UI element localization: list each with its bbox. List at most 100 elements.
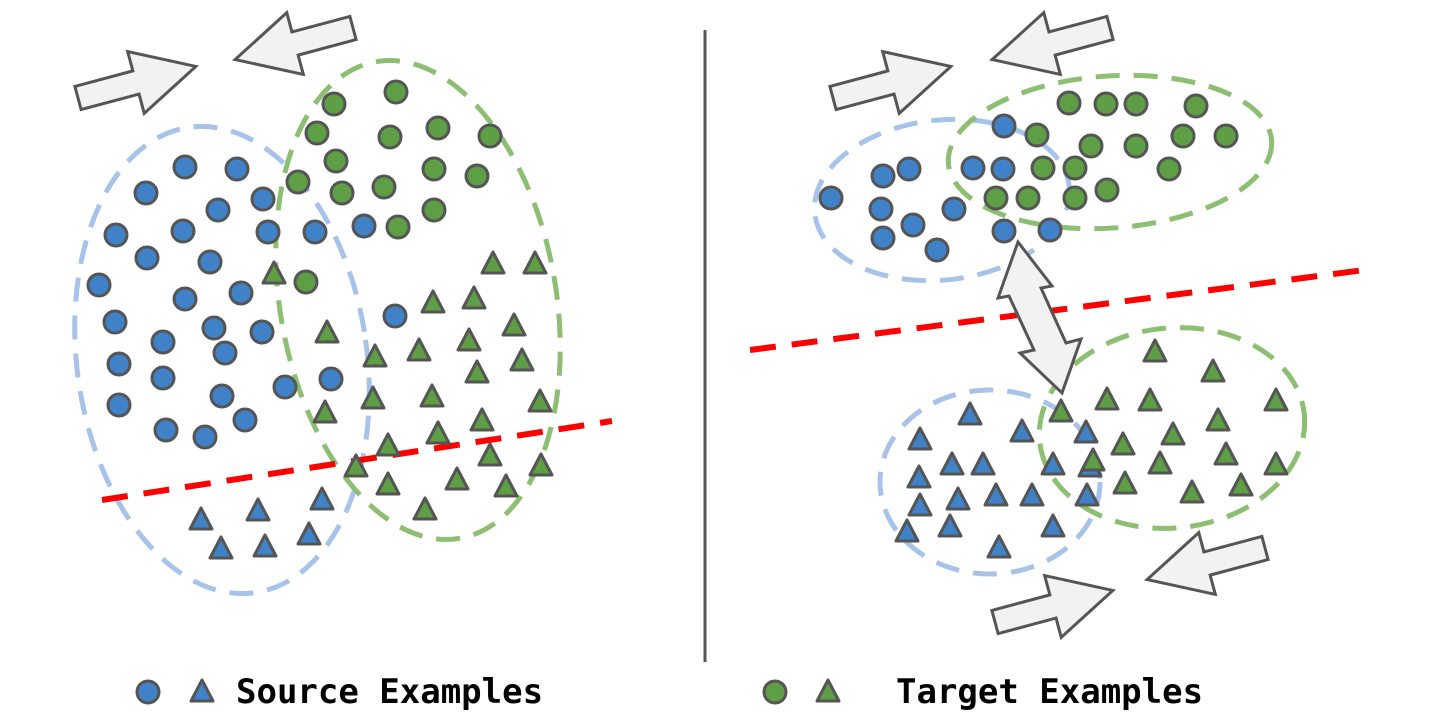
green-circle-marker: [1123, 133, 1149, 159]
green-triangle-marker: [501, 312, 527, 337]
blue-circle-marker: [924, 237, 950, 263]
green-triangle-marker: [362, 343, 388, 368]
green-circle-marker: [377, 124, 403, 150]
source-panel: [68, 0, 613, 597]
blue-circle-marker: [870, 163, 896, 189]
green-circle-marker: [321, 91, 347, 117]
double-headed-arrow-icon: [995, 238, 1084, 396]
green-circle-marker: [1056, 90, 1082, 116]
green-circle-marker: [1024, 122, 1050, 148]
legend-source-label: Source Examples: [236, 672, 544, 712]
green-triangle-marker: [1147, 450, 1173, 475]
blue-circle-marker: [103, 222, 129, 248]
blue-circle-marker: [228, 280, 254, 306]
blue-circle-marker: [870, 225, 896, 251]
green-circle-marker: [1093, 91, 1119, 117]
green-triangle-marker: [261, 260, 287, 285]
blue-triangle-marker: [939, 451, 965, 476]
blue-circle-marker: [991, 113, 1017, 139]
blue-circle-marker: [212, 340, 238, 366]
blue-triangle-marker: [907, 426, 933, 451]
blue-circle-marker: [232, 407, 258, 433]
blue-triangle-marker: [252, 533, 278, 558]
green-triangle-marker: [464, 359, 490, 384]
blue-triangle-marker: [1074, 482, 1100, 507]
green-circle-marker: [983, 185, 1009, 211]
blue-circle-marker: [172, 286, 198, 312]
blue-circle-marker: [153, 417, 179, 443]
green-circle-marker: [464, 163, 490, 189]
target-green-circles: [983, 90, 1239, 211]
blue-triangle-marker: [983, 482, 1009, 507]
green-triangle-marker: [1160, 421, 1186, 446]
blue-circle-icon: [135, 679, 161, 705]
blue-circle-marker: [818, 185, 844, 211]
green-circle-cluster-outline: [945, 72, 1275, 232]
green-triangle-marker: [1112, 470, 1138, 495]
green-triangle-marker: [527, 388, 553, 413]
blue-triangle-marker: [208, 535, 234, 560]
blue-triangle-cluster-outline: [877, 387, 1103, 577]
green-triangle-marker: [425, 420, 451, 445]
blue-circle-marker: [990, 156, 1016, 182]
blue-circle-marker: [1037, 217, 1063, 243]
green-triangle-cluster-outline: [1036, 325, 1308, 531]
blue-triangle-marker: [1040, 451, 1066, 476]
blue-triangle-marker: [907, 492, 933, 517]
green-circle-marker: [304, 120, 330, 146]
blue-circle-marker: [86, 272, 112, 298]
green-triangle-marker: [375, 471, 401, 496]
legend-markers: [135, 678, 841, 705]
target-panel: [749, 0, 1373, 655]
blue-circle-marker: [318, 366, 344, 392]
blue-circle-marker: [106, 392, 132, 418]
target-bottom-converging-arrows-icon: [985, 515, 1275, 655]
green-circle-marker: [1094, 177, 1120, 203]
green-triangle-marker: [1200, 358, 1226, 383]
blue-circle-marker: [102, 309, 128, 335]
target-blue-triangles: [894, 401, 1103, 559]
source-converging-arrows-icon: [68, 0, 363, 131]
green-triangle-marker: [1110, 431, 1136, 456]
blue-triangle-marker: [945, 486, 971, 511]
blue-circle-marker: [382, 303, 408, 329]
blue-circle-marker: [170, 218, 196, 244]
green-triangle-marker: [1080, 447, 1106, 472]
green-triangle-marker: [419, 383, 445, 408]
green-circle-marker: [329, 180, 355, 206]
green-triangle-marker: [420, 289, 446, 314]
blue-circle-marker: [351, 213, 377, 239]
blue-circle-marker: [255, 219, 281, 245]
blue-circle-marker: [250, 186, 276, 212]
blue-triangle-marker: [1009, 418, 1035, 443]
green-triangle-marker: [1137, 387, 1163, 412]
blue-triangle-marker: [245, 497, 271, 522]
blue-circle-marker: [868, 196, 894, 222]
green-circle-marker: [323, 148, 349, 174]
green-triangle-marker: [406, 337, 432, 362]
blue-triangle-marker: [957, 401, 983, 426]
blue-triangle-marker: [937, 513, 963, 538]
blue-circle-marker: [150, 329, 176, 355]
green-triangle-marker: [375, 432, 401, 457]
blue-triangle-marker: [1073, 419, 1099, 444]
green-circle-marker: [1062, 155, 1088, 181]
blue-circle-marker: [133, 180, 159, 206]
green-triangle-marker: [343, 453, 369, 478]
blue-triangle-marker: [970, 451, 996, 476]
green-triangle-marker: [312, 399, 338, 424]
blue-triangle-marker: [309, 486, 335, 511]
blue-triangle-marker: [906, 464, 932, 489]
green-circle-marker: [1015, 185, 1041, 211]
green-circle-marker: [425, 115, 451, 141]
green-circle-marker: [1123, 91, 1149, 117]
green-triangle-marker: [314, 319, 340, 344]
green-circle-marker: [477, 123, 503, 149]
green-circle-marker: [421, 156, 447, 182]
green-triangle-marker: [1263, 387, 1289, 412]
green-circle-marker: [383, 79, 409, 105]
green-circle-marker: [1156, 156, 1182, 182]
blue-circle-marker: [960, 155, 986, 181]
blue-circle-marker: [941, 196, 967, 222]
blue-circle-marker: [900, 212, 926, 238]
